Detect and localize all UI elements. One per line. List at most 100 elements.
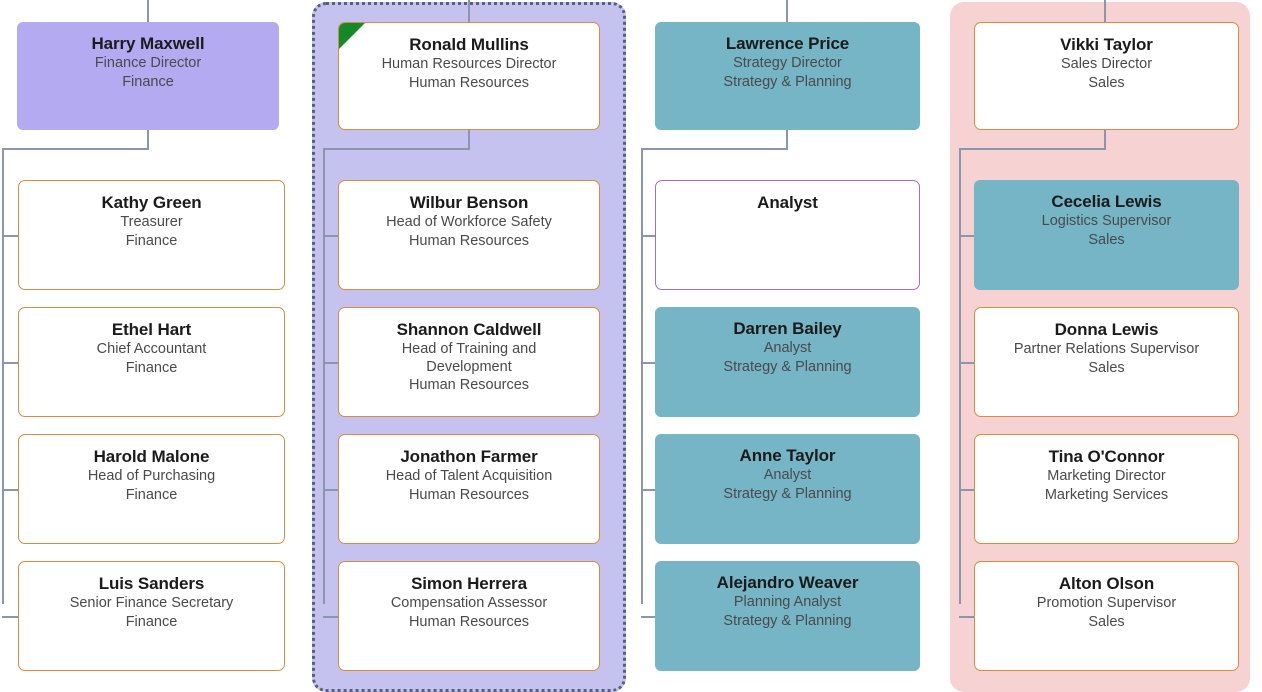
node-name: Luis Sanders [98, 574, 205, 593]
connector-finance-stub-3 [2, 489, 18, 491]
node-department: Finance [125, 487, 178, 503]
connector-strategy-stub-3 [641, 489, 657, 491]
node-vikki-taylor[interactable]: Vikki Taylor Sales Director Sales [974, 22, 1239, 130]
node-department: Finance [125, 233, 178, 249]
node-department: Human Resources [408, 75, 530, 91]
node-department: Human Resources [408, 614, 530, 630]
node-name: Lawrence Price [725, 34, 850, 53]
node-title: Promotion Supervisor [1036, 595, 1177, 611]
node-department: Finance [125, 360, 178, 376]
node-simon-herrera[interactable]: Simon Herrera Compensation Assessor Huma… [338, 561, 600, 671]
node-anne-taylor[interactable]: Anne Taylor Analyst Strategy & Planning [655, 434, 920, 544]
node-department: Human Resources [408, 233, 530, 249]
node-name: Shannon Caldwell [396, 320, 542, 339]
node-harry-maxwell[interactable]: Harry Maxwell Finance Director Finance [17, 22, 279, 130]
node-name: Simon Herrera [411, 574, 527, 593]
node-name: Harry Maxwell [91, 34, 205, 53]
node-kathy-green[interactable]: Kathy Green Treasurer Finance [18, 180, 285, 290]
connector-sales-spine [959, 148, 961, 604]
node-name: Anne Taylor [739, 446, 836, 465]
node-analyst-vacancy[interactable]: Analyst [655, 180, 920, 290]
node-department: Finance [122, 74, 174, 90]
node-title: Head of Workforce Safety [386, 214, 552, 230]
connector-hr-spine [323, 148, 325, 604]
connector-strategy-stub-2 [641, 362, 657, 364]
connector-sales-root-stem [1104, 128, 1106, 150]
connector-finance-stub-4 [2, 616, 18, 618]
node-department: Sales [1088, 75, 1125, 91]
connector-hr-top [468, 0, 470, 22]
node-department: Strategy & Planning [723, 359, 852, 375]
node-name: Jonathon Farmer [400, 447, 538, 466]
node-ethel-hart[interactable]: Ethel Hart Chief Accountant Finance [18, 307, 285, 417]
connector-hr-root-stem [468, 128, 470, 150]
connector-finance-spine [2, 148, 4, 604]
node-title: Analyst [763, 467, 812, 483]
node-shannon-caldwell[interactable]: Shannon Caldwell Head of Training and De… [338, 307, 600, 417]
node-name: Alejandro Weaver [716, 573, 859, 592]
connector-strategy-spine [641, 148, 643, 604]
node-department: Marketing Services [1044, 487, 1169, 503]
node-name: Darren Bailey [733, 319, 842, 338]
node-title: Marketing Director [1047, 468, 1166, 484]
node-department: Sales [1088, 232, 1125, 248]
node-darren-bailey[interactable]: Darren Bailey Analyst Strategy & Plannin… [655, 307, 920, 417]
node-title: Partner Relations Supervisor [1013, 341, 1200, 357]
node-department: Strategy & Planning [723, 486, 852, 502]
node-name: Analyst [757, 193, 818, 212]
node-name: Wilbur Benson [409, 193, 529, 212]
node-wilbur-benson[interactable]: Wilbur Benson Head of Workforce Safety H… [338, 180, 600, 290]
node-name: Donna Lewis [1054, 320, 1159, 339]
node-harold-malone[interactable]: Harold Malone Head of Purchasing Finance [18, 434, 285, 544]
node-title: Compensation Assessor [390, 595, 548, 611]
connector-hr-stub-4 [323, 616, 339, 618]
node-name: Alton Olson [1058, 574, 1155, 593]
connector-sales-stub-3 [959, 489, 975, 491]
node-name: Tina O'Connor [1048, 447, 1165, 466]
node-title: Planning Analyst [733, 594, 842, 610]
connector-strategy-top [786, 0, 788, 22]
connector-sales-stub-2 [959, 362, 975, 364]
connector-hr-stub-3 [323, 489, 339, 491]
connector-finance-root-stem [147, 128, 149, 150]
node-lawrence-price[interactable]: Lawrence Price Strategy Director Strateg… [655, 22, 920, 130]
node-name: Kathy Green [101, 193, 202, 212]
node-tina-oconnor[interactable]: Tina O'Connor Marketing Director Marketi… [974, 434, 1239, 544]
connector-hr-stub-1 [323, 235, 339, 237]
node-department: Human Resources [408, 487, 530, 503]
node-title: Logistics Supervisor [1041, 213, 1172, 229]
node-department: Finance [125, 614, 178, 630]
node-alejandro-weaver[interactable]: Alejandro Weaver Planning Analyst Strate… [655, 561, 920, 671]
node-title: Head of Training and Development [401, 341, 537, 375]
node-name: Vikki Taylor [1060, 35, 1153, 54]
node-name: Ethel Hart [111, 320, 192, 339]
node-department: Strategy & Planning [723, 613, 852, 629]
node-title: Treasurer [120, 214, 183, 230]
node-department: Sales [1088, 360, 1125, 376]
connector-strategy-root-stem [786, 128, 788, 150]
node-department: Strategy & Planning [723, 74, 852, 90]
connector-strategy-stub-1 [641, 235, 657, 237]
connector-finance-top [147, 0, 149, 22]
connector-strategy-stub-4 [641, 616, 657, 618]
node-title: Human Resources Director [381, 56, 557, 72]
connector-hr-stub-2 [323, 362, 339, 364]
node-name: Ronald Mullins [409, 35, 529, 54]
node-cecelia-lewis[interactable]: Cecelia Lewis Logistics Supervisor Sales [974, 180, 1239, 290]
connector-finance-stub-2 [2, 362, 18, 364]
node-donna-lewis[interactable]: Donna Lewis Partner Relations Supervisor… [974, 307, 1239, 417]
node-title: Finance Director [94, 55, 202, 71]
connector-finance-stub-1 [2, 235, 18, 237]
node-title: Chief Accountant [96, 341, 207, 357]
connector-sales-elbow [959, 148, 1106, 150]
node-jonathon-farmer[interactable]: Jonathon Farmer Head of Talent Acquisiti… [338, 434, 600, 544]
node-alton-olson[interactable]: Alton Olson Promotion Supervisor Sales [974, 561, 1239, 671]
node-luis-sanders[interactable]: Luis Sanders Senior Finance Secretary Fi… [18, 561, 285, 671]
connector-strategy-elbow [641, 148, 788, 150]
node-ronald-mullins[interactable]: Ronald Mullins Human Resources Director … [338, 22, 600, 130]
node-title: Head of Talent Acquisition [385, 468, 553, 484]
node-title: Strategy Director [733, 55, 842, 71]
connector-sales-stub-1 [959, 235, 975, 237]
node-department: Human Resources [408, 377, 530, 393]
